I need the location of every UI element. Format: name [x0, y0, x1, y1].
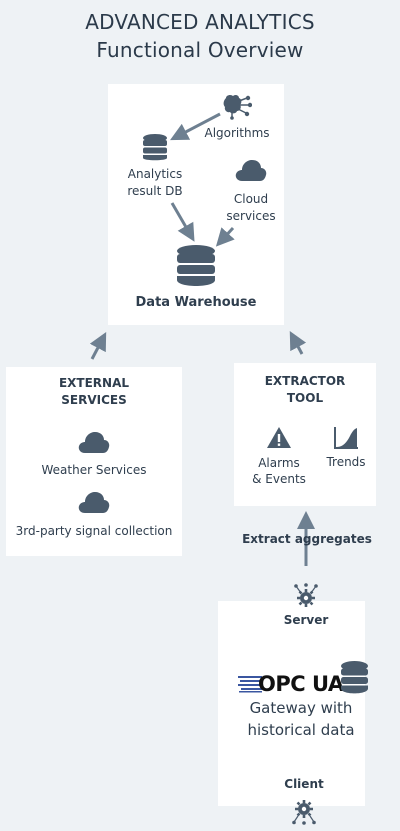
arrow-external-to-warehouse [89, 332, 107, 360]
extractor-title-2: TOOL [286, 391, 324, 405]
algorithms-label: Algorithms [204, 126, 270, 140]
extractor-title-1: EXTRACTOR [264, 374, 346, 388]
client-network-gear-icon [292, 800, 316, 825]
extract-aggregates-label: Extract aggregates [242, 532, 372, 546]
external-services-card [6, 367, 182, 556]
data-warehouse-icon [177, 245, 215, 286]
opc-ua-logo-mark [238, 676, 262, 693]
data-warehouse-label: Data Warehouse [135, 295, 257, 310]
third-party-label: 3rd-party signal collection [15, 524, 173, 538]
gateway-card [218, 601, 365, 806]
analytics-db-label-2: result DB [127, 184, 183, 198]
external-title-2: SERVICES [61, 393, 127, 407]
alarms-label-2: & Events [252, 472, 306, 486]
network-gear-icon [294, 583, 318, 607]
warning-icon [267, 427, 291, 448]
gateway-line-1: Gateway with [249, 699, 353, 717]
signal-cloud-icon [78, 492, 110, 513]
arrow-extractor-to-warehouse [289, 331, 307, 355]
weather-cloud-icon [78, 432, 110, 453]
analytics-db-icon [143, 134, 167, 161]
page-subtitle: Functional Overview [96, 38, 304, 62]
arrow-cloud-to-warehouse [215, 226, 235, 247]
cloud-icon [235, 160, 267, 181]
analytics-db-label-1: Analytics [127, 167, 183, 181]
external-title-1: EXTERNAL [58, 376, 130, 390]
brain-network-icon [223, 94, 252, 120]
arrow-algorithms-to-db [170, 112, 221, 141]
trend-chart-icon [334, 427, 358, 449]
alarms-label-1: Alarms [258, 456, 300, 470]
client-label: Client [284, 777, 324, 791]
gateway-line-2: historical data [247, 721, 355, 739]
trends-label: Trends [326, 455, 366, 469]
cloud-label-2: services [226, 209, 276, 223]
weather-services-label: Weather Services [41, 463, 147, 477]
arrow-db-to-warehouse [170, 202, 195, 242]
server-label: Server [283, 613, 329, 627]
cloud-label-1: Cloud [233, 192, 269, 206]
gateway-database-icon [341, 661, 368, 694]
opc-ua-logo-text: OPC UA [258, 672, 344, 696]
page-title: ADVANCED ANALYTICS [85, 10, 315, 34]
